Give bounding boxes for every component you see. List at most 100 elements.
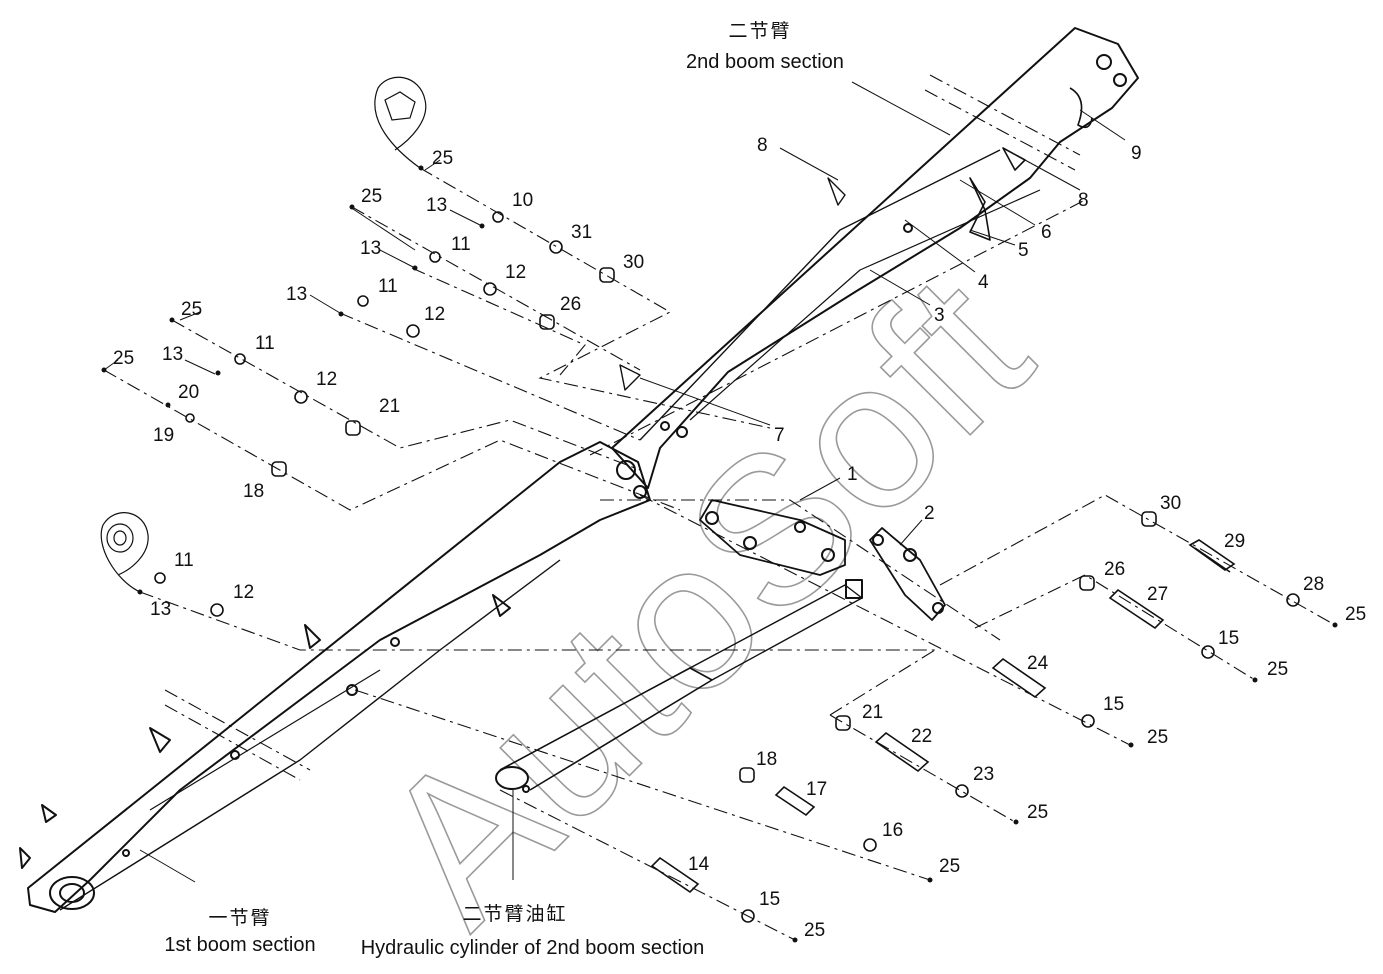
callout-label: 25 — [181, 299, 202, 320]
washer-10 — [492, 211, 504, 223]
callout-label: 26 — [1104, 559, 1125, 580]
washer-31 — [549, 240, 563, 254]
callout-label: 17 — [806, 779, 827, 800]
washer-11d — [154, 572, 166, 584]
callout-label: 22 — [911, 726, 932, 747]
washer-15b — [1081, 714, 1095, 728]
callout-label: 30 — [1160, 493, 1181, 514]
callout-label: 25 — [432, 148, 453, 169]
callout-label: 8 — [1078, 190, 1089, 211]
second-boom-inner-edge — [639, 149, 1001, 441]
washer-16 — [863, 838, 877, 852]
callout-label: 7 — [774, 425, 785, 446]
callout-label: 26 — [560, 294, 581, 315]
callout-label: 8 — [757, 135, 768, 156]
callout-label: 25 — [361, 186, 382, 207]
bushing-30 — [599, 267, 615, 283]
callout-label: 25 — [1027, 802, 1048, 823]
washer-11b — [357, 295, 369, 307]
link-part-2 — [869, 527, 946, 621]
washer-12b — [406, 324, 420, 338]
assembly-lines — [103, 74, 1336, 941]
callout-label: 24 — [1027, 653, 1049, 674]
hydraulic-cylinder-drawing — [499, 667, 713, 791]
callout-label: 11 — [174, 550, 194, 571]
callout-label: 15 — [1218, 628, 1239, 649]
bushing-21b — [835, 715, 851, 731]
bushing-26 — [539, 314, 555, 330]
pin-27 — [1108, 588, 1165, 630]
callout-label: 18 — [243, 481, 264, 502]
callout-label: 14 — [688, 854, 710, 875]
callout-label: 25 — [113, 348, 134, 369]
link-part-1 — [699, 499, 846, 576]
first-boom-lower-edge — [59, 559, 561, 911]
callout-label: 31 — [571, 222, 592, 243]
washer-23 — [955, 784, 969, 798]
callout-label: 19 — [153, 425, 174, 446]
callout-label: 13 — [360, 238, 381, 259]
callout-label: 25 — [939, 856, 960, 877]
callout-label: 12 — [505, 262, 526, 283]
bushing-18 — [271, 461, 287, 477]
washer-12d — [210, 603, 224, 617]
bushing-18b — [739, 767, 755, 783]
washer-11 — [429, 251, 441, 263]
callout-label: 2 — [924, 503, 935, 524]
callout-label: 11 — [451, 234, 471, 255]
callout-label: 12 — [233, 582, 254, 603]
washer-12c — [294, 390, 308, 404]
callout-label: 18 — [756, 749, 777, 770]
first-boom-caption-cn: 一节臂 — [208, 907, 272, 929]
callout-label: 29 — [1224, 531, 1245, 552]
bushing-26b — [1079, 575, 1095, 591]
cylinder-caption-en: Hydraulic cylinder of 2nd boom section — [360, 937, 705, 959]
callout-label: 9 — [1131, 143, 1142, 164]
washer-19 — [185, 413, 195, 423]
bushing-21 — [345, 420, 361, 436]
callout-label: 30 — [623, 252, 644, 273]
pin-22 — [874, 731, 930, 773]
callout-label: 25 — [1147, 727, 1168, 748]
pin-17 — [774, 785, 816, 817]
callout-label: 25 — [804, 920, 825, 941]
small-parts — [154, 211, 1300, 923]
washer-15c — [741, 909, 755, 923]
callout-label: 12 — [424, 304, 445, 325]
washer-12 — [483, 282, 497, 296]
washer-15 — [1201, 645, 1215, 659]
callout-label: 12 — [316, 369, 337, 390]
bushing-30b — [1141, 511, 1157, 527]
first-boom-chord — [149, 669, 381, 811]
pin-24 — [991, 657, 1047, 699]
callout-label: 4 — [978, 272, 989, 293]
second-boom-section-drawing — [611, 27, 1139, 489]
callout-labels: 1 2 3 4 5 6 7 8 8 9 10 11 11 11 11 12 12… — [113, 135, 1366, 941]
callout-label: 28 — [1303, 574, 1324, 595]
boom-outlines — [19, 27, 1139, 913]
callout-label: 3 — [934, 305, 945, 326]
callout-label: 13 — [426, 195, 447, 216]
callout-label: 21 — [379, 396, 400, 417]
callout-label: 16 — [882, 820, 903, 841]
callout-label: 13 — [150, 599, 171, 620]
callout-label: 11 — [255, 333, 275, 354]
callout-label: 25 — [1345, 604, 1366, 625]
callout-label: 6 — [1041, 222, 1052, 243]
detail-balloons — [100, 76, 427, 593]
second-boom-caption-cn: 二节臂 — [728, 20, 792, 42]
callout-label: 25 — [1267, 659, 1288, 680]
callout-label: 15 — [1103, 694, 1124, 715]
callout-label: 21 — [862, 702, 883, 723]
second-boom-inner-edge-2 — [689, 189, 1041, 421]
first-boom-caption-en: 1st boom section — [164, 934, 316, 956]
callout-label: 23 — [973, 764, 994, 785]
first-boom-section-drawing — [27, 441, 651, 913]
callout-label: 15 — [759, 889, 780, 910]
callout-label: 11 — [378, 276, 398, 297]
washer-11c — [234, 353, 246, 365]
second-boom-caption-en: 2nd boom section — [686, 51, 844, 73]
callout-label: 27 — [1147, 584, 1168, 605]
callout-label: 10 — [512, 190, 533, 211]
